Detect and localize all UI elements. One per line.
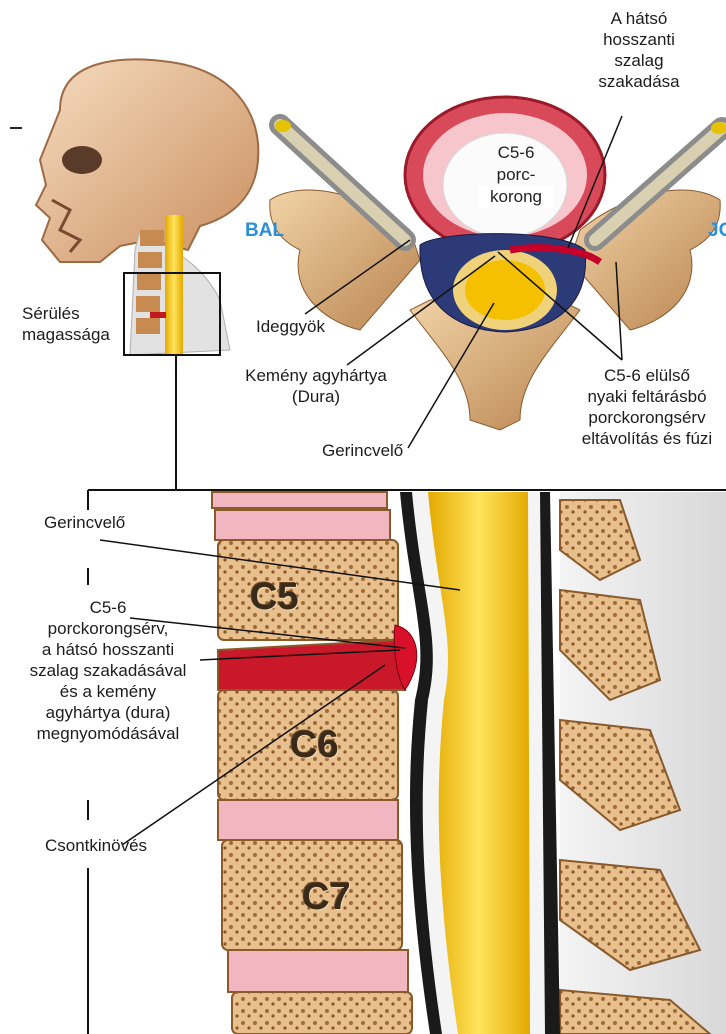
dura-label: Kemény agyhártya (Dura) [236, 365, 396, 407]
right-side-label: JO [708, 220, 726, 242]
left-side-label: BAL [245, 220, 284, 242]
disc-label: C5-6 porc- korong [478, 142, 554, 208]
spinal-cord-label: Gerincvelő [44, 512, 125, 533]
vertebra-c7-label: C7 [302, 876, 351, 919]
posterior-ligament-tear-label: A hátsó hosszanti szalag szakadása [575, 8, 703, 92]
injury-level-label: Sérülés magassága [22, 303, 132, 345]
surgery-label: C5-6 elülső nyaki feltárásbó porckorongs… [562, 365, 726, 449]
bone-spur-label: Csontkinövés [45, 835, 147, 856]
vertebra-c5-label: C5 [250, 576, 299, 619]
herniation-label: C5-6 porckorongsérv, a hátsó hosszanti s… [14, 597, 202, 744]
nerve-root-label: Ideggyök [256, 316, 325, 337]
sagittal-spine-illustration [200, 492, 726, 1034]
vertebra-c6-label: C6 [290, 724, 339, 767]
spinal-cord-top-label: Gerincvelő [322, 440, 403, 461]
